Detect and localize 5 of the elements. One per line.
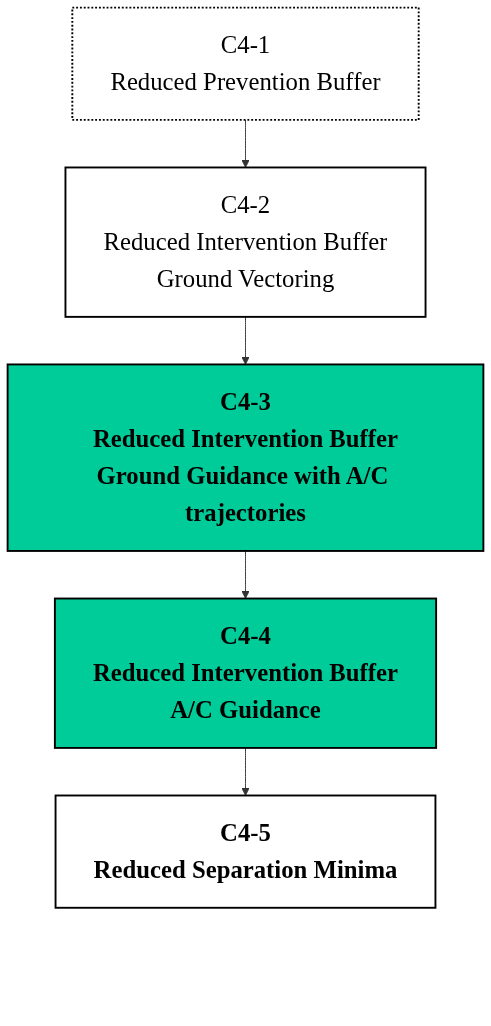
node-box: C4-1 Reduced Prevention Buffer xyxy=(71,6,420,121)
node-box: C4-3 Reduced Intervention Buffer Ground Guidance with A/C trajectories xyxy=(6,363,485,552)
node-box: C4-4 Reduced Intervention Buffer A/C Guidance xyxy=(53,597,438,749)
node-box: C4-2 Reduced Intervention Buffer Ground Vectoring xyxy=(64,166,427,318)
node-box: C4-5 Reduced Separation Minima xyxy=(54,794,437,909)
